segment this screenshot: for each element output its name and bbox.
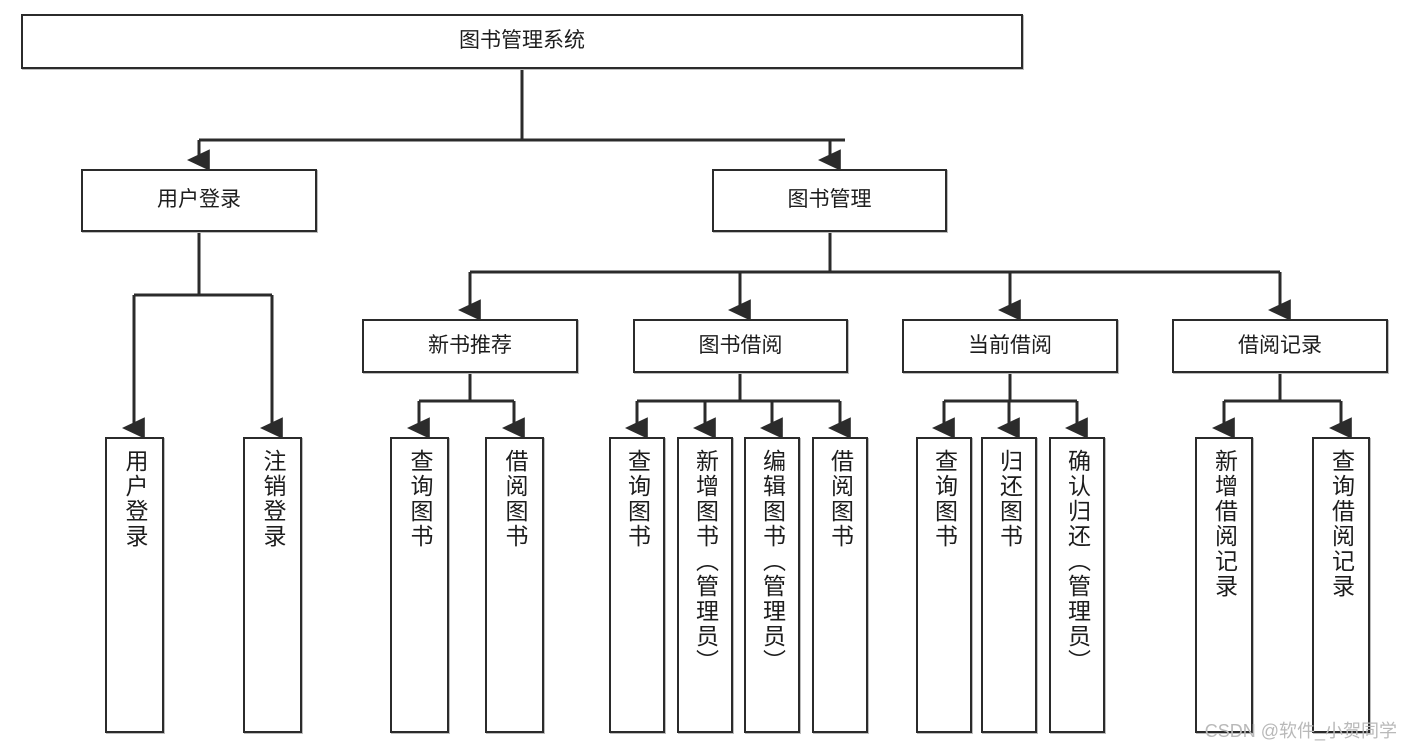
- node-user-login-label: 用户登录: [157, 188, 241, 212]
- node-root-label: 图书管理系统: [459, 29, 585, 53]
- node-root[interactable]: 图书管理系统: [21, 14, 1023, 69]
- node-user-login[interactable]: 用户登录: [81, 169, 317, 232]
- node-leaf-borrow-book-2[interactable]: 借阅图书: [812, 437, 868, 733]
- node-leaf-logout[interactable]: 注销登录: [243, 437, 302, 733]
- node-leaf-query-book-1[interactable]: 查询图书: [390, 437, 449, 733]
- node-new-book-recommend[interactable]: 新书推荐: [362, 319, 578, 373]
- node-leaf-return-book-label: 归还图书: [996, 449, 1023, 549]
- node-leaf-edit-book[interactable]: 编辑图书（管理员）: [744, 437, 800, 733]
- node-leaf-query-record[interactable]: 查询借阅记录: [1312, 437, 1370, 733]
- node-leaf-query-book-3-label: 查询图书: [931, 449, 958, 549]
- node-leaf-query-book-3[interactable]: 查询图书: [916, 437, 972, 733]
- node-leaf-add-book[interactable]: 新增图书（管理员）: [677, 437, 733, 733]
- node-leaf-query-book-2[interactable]: 查询图书: [609, 437, 665, 733]
- node-current-borrow[interactable]: 当前借阅: [902, 319, 1118, 373]
- node-leaf-query-book-2-label: 查询图书: [624, 449, 651, 549]
- node-leaf-add-book-label: 新增图书（管理员）: [692, 449, 719, 674]
- node-leaf-user-login-label: 用户登录: [122, 449, 148, 549]
- node-leaf-edit-book-label: 编辑图书（管理员）: [759, 449, 786, 674]
- node-leaf-logout-label: 注销登录: [260, 449, 286, 549]
- node-leaf-confirm-return-label: 确认归还（管理员）: [1064, 449, 1091, 674]
- node-leaf-borrow-book-1[interactable]: 借阅图书: [485, 437, 544, 733]
- node-book-manage-label: 图书管理: [787, 188, 872, 212]
- node-borrow-record-label: 借阅记录: [1238, 333, 1322, 357]
- node-leaf-confirm-return[interactable]: 确认归还（管理员）: [1049, 437, 1105, 733]
- node-borrow-record[interactable]: 借阅记录: [1172, 319, 1388, 373]
- node-book-manage[interactable]: 图书管理: [712, 169, 947, 232]
- node-leaf-query-book-1-label: 查询图书: [407, 449, 433, 549]
- node-leaf-return-book[interactable]: 归还图书: [981, 437, 1037, 733]
- node-book-borrow[interactable]: 图书借阅: [633, 319, 848, 373]
- csdn-watermark: CSDN @软件_小贺同学: [1204, 721, 1397, 741]
- node-leaf-borrow-book-1-label: 借阅图书: [502, 449, 528, 549]
- node-leaf-borrow-book-2-label: 借阅图书: [827, 449, 854, 549]
- node-leaf-query-record-label: 查询借阅记录: [1328, 449, 1355, 599]
- node-current-borrow-label: 当前借阅: [968, 333, 1052, 357]
- node-leaf-add-record[interactable]: 新增借阅记录: [1195, 437, 1253, 733]
- node-new-book-recommend-label: 新书推荐: [428, 333, 512, 357]
- node-leaf-add-record-label: 新增借阅记录: [1211, 449, 1238, 599]
- node-book-borrow-label: 图书借阅: [698, 333, 783, 357]
- node-leaf-user-login[interactable]: 用户登录: [105, 437, 164, 733]
